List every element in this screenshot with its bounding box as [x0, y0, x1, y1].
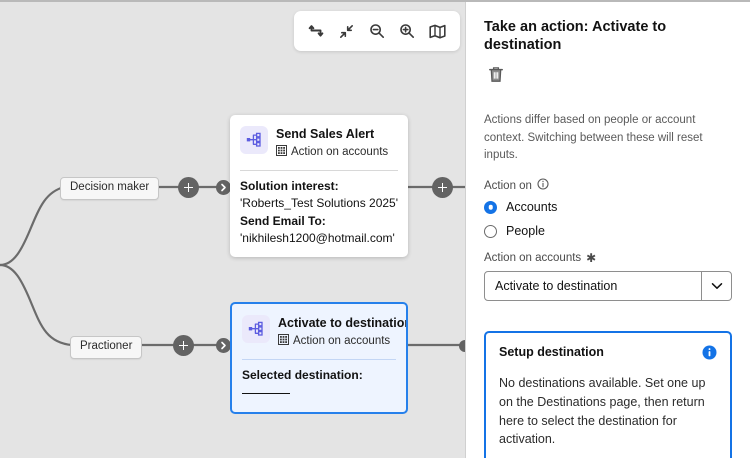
node-subtitle: Action on accounts: [278, 334, 396, 350]
connector-chevron-icon-2: [216, 338, 231, 353]
radio-option-people[interactable]: People: [484, 224, 732, 238]
node-header: Send Sales Alert Action on accounts: [230, 115, 408, 170]
select-value: Activate to destination: [495, 279, 618, 293]
node-title: Activate to destination: [278, 316, 408, 330]
zoom-out-icon[interactable]: [364, 18, 390, 44]
node-field-label-2: Send Email To:: [240, 213, 326, 228]
node-title: Send Sales Alert: [276, 127, 375, 141]
node-subtitle-label: Action on accounts: [291, 146, 389, 158]
action-on-label: Action on: [484, 179, 532, 192]
page-title: Take an action: Activate to destination: [484, 19, 667, 54]
workflow-canvas[interactable]: Decision maker Practioner: [0, 2, 465, 458]
radio-indicator-accounts[interactable]: [484, 200, 497, 214]
node-body: Solution interest: 'Roberts_Test Solutio…: [230, 171, 408, 258]
minimap-icon[interactable]: [425, 18, 451, 44]
panel-form-section: Actions differ based on people or accoun…: [466, 98, 750, 317]
setup-destination-callout-wrap: Setup destination No destinations availa…: [466, 317, 750, 458]
chevron-down-icon[interactable]: [701, 272, 731, 300]
radio-indicator-people[interactable]: [484, 224, 497, 238]
trash-icon[interactable]: [484, 62, 508, 86]
info-filled-icon: [702, 345, 717, 365]
info-circle-icon[interactable]: [537, 178, 549, 193]
branch-node-icon: [240, 126, 268, 154]
workflow-node-send-sales-alert[interactable]: Send Sales Alert Action on accounts: [230, 115, 408, 258]
node-field-label-1: Selected destination:: [242, 367, 363, 382]
node-field-value-2: 'nikhilesh1200@hotmail.com': [240, 230, 395, 245]
context-note: Actions differ based on people or accoun…: [484, 114, 703, 161]
add-step-button-branch-2[interactable]: [173, 335, 194, 356]
panel-header: Take an action: Activate to destination: [466, 2, 750, 54]
node-body: Selected destination:: [232, 360, 406, 412]
accounts-grid-icon: [276, 145, 287, 161]
node-field-label-1: Solution interest:: [240, 178, 339, 193]
branch-label-decision-maker[interactable]: Decision maker: [60, 177, 160, 200]
action-select-label: Action on accounts: [484, 252, 582, 264]
callout-title: Setup destination: [499, 345, 604, 359]
node-subtitle: Action on accounts: [276, 145, 388, 161]
callout-text: No destinations available. Set one up on…: [499, 376, 706, 447]
workflow-node-activate-to-destination[interactable]: Activate to destination Action on accoun…: [230, 302, 408, 414]
action-on-accounts-select[interactable]: Activate to destination: [484, 271, 732, 301]
add-step-button-branch-1[interactable]: [178, 177, 199, 198]
connector-chevron-icon-1: [216, 180, 231, 195]
callout-header: Setup destination: [499, 345, 717, 365]
radio-label-people: People: [506, 224, 545, 238]
add-step-button-after-node-1[interactable]: [432, 177, 453, 198]
branch-label-practioner[interactable]: Practioner: [70, 336, 143, 359]
connector-endpoint: [459, 340, 465, 352]
panel-action-bar: [466, 54, 750, 98]
node-field-value-1: 'Roberts_Test Solutions 2025': [240, 196, 399, 211]
branch-node-icon: [242, 315, 270, 343]
node-subtitle-label: Action on accounts: [293, 335, 391, 347]
zoom-in-icon[interactable]: [394, 18, 420, 44]
accounts-grid-icon: [278, 334, 289, 350]
action-settings-panel: Take an action: Activate to destination …: [465, 2, 750, 458]
radio-option-accounts[interactable]: Accounts: [484, 200, 732, 214]
action-on-label-row: Action on: [484, 178, 732, 193]
canvas-toolbar: [294, 11, 460, 51]
required-marker: ✱: [586, 251, 597, 265]
node-divider: [242, 358, 396, 360]
action-select-label-row: Action on accounts ✱: [484, 252, 732, 264]
collapse-icon[interactable]: [334, 18, 360, 44]
radio-label-accounts: Accounts: [506, 200, 558, 214]
setup-destination-callout: Setup destination No destinations availa…: [484, 331, 732, 458]
empty-value-placeholder: [242, 393, 290, 395]
branch-layout-icon[interactable]: [303, 18, 329, 44]
node-divider: [240, 169, 398, 171]
node-header: Activate to destination Action on accoun…: [232, 304, 406, 359]
